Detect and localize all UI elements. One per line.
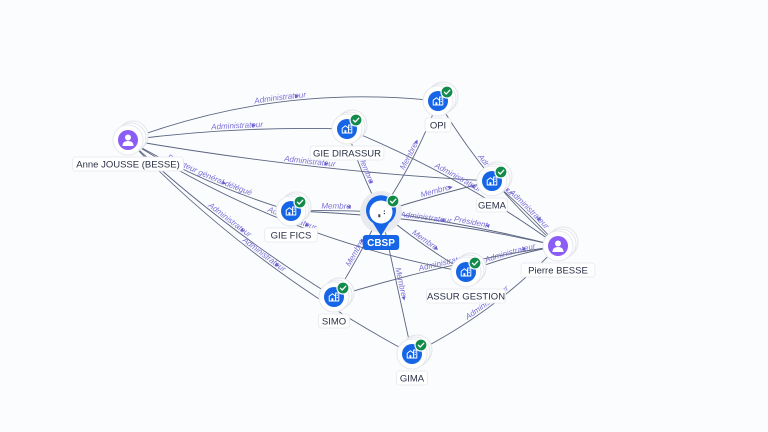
edge-line bbox=[127, 96, 439, 141]
edge-direction-arrow-icon bbox=[536, 217, 542, 222]
edge-label: Membre bbox=[344, 238, 366, 268]
edge-direction-arrow-icon bbox=[521, 246, 526, 251]
edge-line bbox=[127, 139, 292, 212]
edge-direction-arrow-icon bbox=[413, 139, 418, 145]
verified-badge-icon bbox=[349, 113, 363, 127]
verified-badge-icon bbox=[386, 194, 400, 208]
edge-label: Président bbox=[453, 214, 489, 229]
node-label: OPI bbox=[430, 121, 446, 132]
edge-anne-opi[interactable]: Administrateur bbox=[127, 90, 439, 141]
edge-line bbox=[333, 245, 559, 298]
edge-direction-arrow-icon bbox=[440, 218, 445, 223]
edge-direction-arrow-icon bbox=[485, 224, 490, 229]
node-assur-gestion[interactable]: ASSUR GESTION bbox=[426, 252, 506, 304]
verified-badge-icon bbox=[468, 256, 482, 270]
verified-badge-icon bbox=[414, 338, 428, 352]
edge-direction-arrow-icon bbox=[251, 123, 256, 128]
edge-direction-arrow-icon bbox=[470, 184, 476, 189]
edge-direction-arrow-icon bbox=[360, 238, 365, 244]
edge-direction-arrow-icon bbox=[346, 204, 351, 209]
edge-anne-gie_dirassur[interactable]: Administrateur bbox=[127, 120, 348, 141]
edge-line bbox=[346, 128, 559, 247]
edge-direction-arrow-icon bbox=[221, 180, 227, 185]
node-anne-jousse-besse[interactable]: Anne JOUSSE (BESSE) bbox=[72, 120, 184, 172]
person-icon bbox=[122, 134, 134, 146]
edge-label: Administrateur bbox=[399, 210, 453, 226]
node-gie-fics[interactable]: GIE FICS bbox=[264, 191, 318, 243]
node-label: GIE DIRASSUR bbox=[313, 149, 381, 160]
edge-direction-arrow-icon bbox=[304, 222, 310, 227]
node-label-bg bbox=[309, 145, 385, 161]
edge-label: Membre bbox=[393, 267, 408, 298]
verified-badge-icon bbox=[336, 281, 350, 295]
node-label: CBSP bbox=[367, 238, 395, 249]
node-label: ASSUR GESTION bbox=[427, 292, 505, 303]
edge-line bbox=[290, 210, 559, 247]
node-label-bg bbox=[424, 117, 452, 133]
edge-direction-arrow-icon bbox=[369, 179, 374, 184]
node-simo[interactable]: SIMO bbox=[317, 277, 355, 329]
node-label-bg bbox=[520, 262, 596, 278]
building-icon bbox=[375, 208, 387, 218]
edge-direction-arrow-icon bbox=[401, 296, 406, 301]
node-gie-dirassur[interactable]: GIE DIRASSUR bbox=[309, 109, 385, 161]
edge-direction-arrow-icon bbox=[324, 161, 329, 166]
node-label: GIMA bbox=[400, 374, 425, 385]
edge-label: Administrateur bbox=[253, 90, 307, 106]
edge-line bbox=[411, 245, 559, 355]
node-label-bg bbox=[264, 227, 318, 243]
node-label: Anne JOUSSE (BESSE) bbox=[76, 160, 179, 171]
verified-badge-icon bbox=[293, 195, 307, 209]
node-gema[interactable]: GEMA bbox=[475, 161, 513, 213]
edge-direction-arrow-icon bbox=[240, 227, 245, 232]
edge-direction-arrow-icon bbox=[274, 262, 279, 267]
edge-direction-arrow-icon bbox=[294, 94, 299, 99]
edge-anne-gie_fics[interactable]: Directeur général délégué bbox=[127, 139, 292, 212]
node-label: GEMA bbox=[478, 201, 507, 212]
node-label-bg bbox=[395, 370, 429, 386]
edge-direction-arrow-icon bbox=[448, 185, 453, 190]
node-cbsp[interactable]: CBSP bbox=[360, 191, 402, 250]
verified-badge-icon bbox=[440, 85, 454, 99]
edge-label: Membre bbox=[420, 183, 451, 200]
edge-label: Administrateur bbox=[483, 242, 537, 265]
verified-badge-icon bbox=[494, 165, 508, 179]
edge-label: Administrateur bbox=[210, 120, 264, 132]
node-label-bg bbox=[426, 288, 506, 304]
node-label: GIE FICS bbox=[271, 231, 312, 242]
node-label-bg bbox=[362, 235, 400, 250]
person-icon bbox=[552, 240, 564, 252]
node-opi[interactable]: OPI bbox=[422, 81, 459, 133]
edge-line bbox=[127, 127, 348, 141]
node-pierre-besse[interactable]: Pierre BESSE bbox=[520, 226, 596, 278]
node-label: Pierre BESSE bbox=[528, 266, 588, 277]
nodes-layer: Anne JOUSSE (BESSE) Pierre BESSE CBSP OPI GI… bbox=[72, 81, 596, 386]
node-label: SIMO bbox=[322, 317, 346, 328]
edge-label: Administrateur bbox=[507, 187, 551, 231]
node-gima[interactable]: GIMA bbox=[395, 334, 433, 386]
edge-label: Membre bbox=[321, 202, 351, 211]
node-label-bg bbox=[72, 156, 184, 172]
edge-line bbox=[127, 139, 493, 182]
edge-line bbox=[127, 139, 413, 355]
node-label-bg bbox=[475, 197, 509, 213]
node-label-bg bbox=[317, 313, 351, 329]
edge-direction-arrow-icon bbox=[433, 245, 439, 250]
